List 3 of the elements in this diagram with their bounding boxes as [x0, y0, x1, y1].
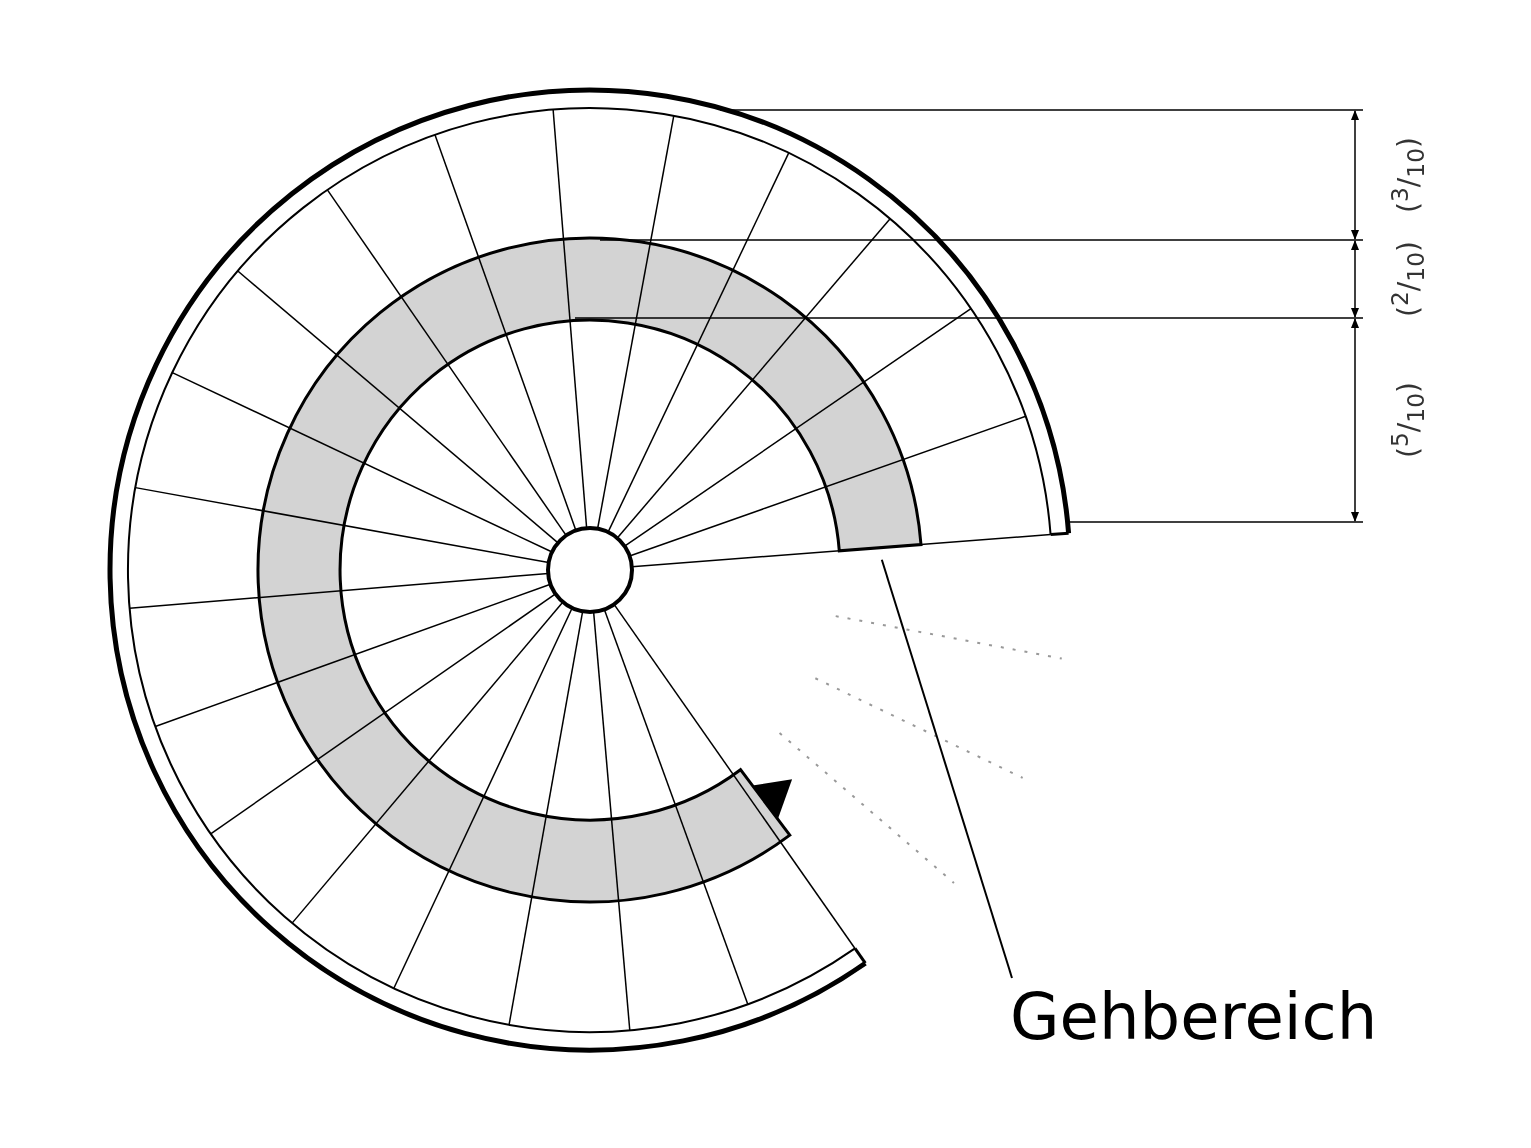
walking-area-band	[256, 236, 923, 904]
area-label: Gehbereich	[1010, 980, 1378, 1054]
leader-line	[880, 558, 1013, 979]
